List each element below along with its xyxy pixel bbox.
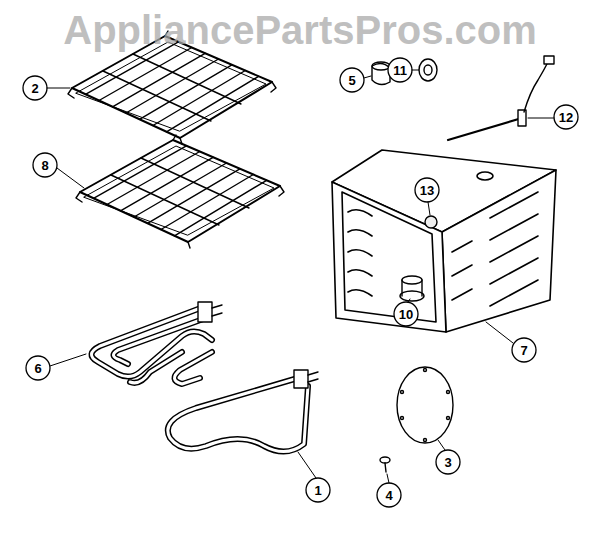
watermark: AppliancePartsPros.com <box>63 10 537 50</box>
callout-number: 6 <box>34 362 41 375</box>
leader-lines <box>47 70 554 483</box>
oven-cavity <box>332 150 556 332</box>
cover-plate <box>397 367 453 443</box>
callout-number: 10 <box>399 308 413 321</box>
callout-number: 2 <box>31 82 38 95</box>
callout-circles <box>23 58 578 507</box>
oven-rack <box>76 135 284 248</box>
callout-number: 5 <box>348 74 355 87</box>
callout-number: 13 <box>420 184 434 197</box>
callout-number: 1 <box>314 484 321 497</box>
bake-element <box>168 370 318 452</box>
light-socket <box>419 59 437 81</box>
light-cover <box>372 62 390 85</box>
callout-number: 8 <box>41 159 48 172</box>
screw <box>380 457 390 472</box>
callout-number: 11 <box>393 64 407 77</box>
callout-number: 12 <box>559 111 573 124</box>
callout-number: 7 <box>520 344 527 357</box>
callout-number: 4 <box>385 489 392 502</box>
small-plug <box>425 216 437 228</box>
temperature-sensor <box>448 56 554 140</box>
mount-post <box>400 276 424 301</box>
callout-number: 3 <box>444 456 451 469</box>
broil-element <box>91 302 222 384</box>
